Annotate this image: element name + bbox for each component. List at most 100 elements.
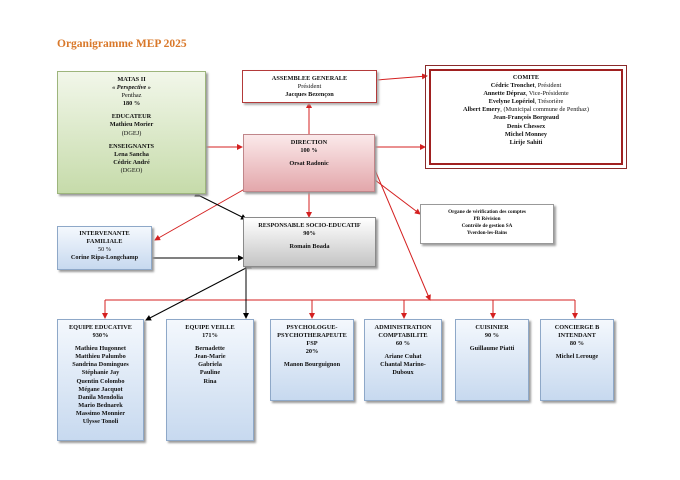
direction-percent: 100 % xyxy=(300,147,318,155)
comite-heading: COMITE xyxy=(512,74,540,81)
comite-member-role: , Trésorière xyxy=(534,98,564,106)
comite-member-name: Annette Dépraz xyxy=(483,90,526,98)
team-member: Rina xyxy=(203,377,217,385)
intervenante-heading: FAMILIALE xyxy=(86,238,123,246)
comite-member: Annette Dépraz, Vice-Présidente xyxy=(431,90,621,98)
psychologue-heading: PSYCHOTHERAPEUTE xyxy=(277,332,347,340)
team-member: Mégane Jacquot xyxy=(78,385,123,393)
comite-member-name: Jean-François Borgeaud xyxy=(493,114,559,122)
educateur-name: Mathieu Morier xyxy=(109,121,154,129)
direction-box: DIRECTION 100 % Orsat Radonic xyxy=(243,134,375,192)
organe-line: Contrôle de gestion SA xyxy=(461,223,513,229)
equipe-veille-box: EQUIPE VEILLE 171% Bernadette Jean-Marie… xyxy=(166,319,254,441)
matas-heading: MATAS II xyxy=(117,76,146,83)
enseignant-name: Cédric André xyxy=(113,158,150,166)
responsable-box: RESPONSABLE SOCIO-EDUCATIF 90% Romain Bo… xyxy=(243,217,376,267)
intervenante-box: INTERVENANTE FAMILIALE 50 % Corine Ripa-… xyxy=(57,226,152,270)
enseignants-heading: ENSEIGNANTS xyxy=(108,142,155,150)
organe-line: Organe de vérification des comptes xyxy=(448,209,526,215)
comite-box: COMITE Cédric Tronchet, Président Annett… xyxy=(429,69,623,165)
administration-heading: ADMINISTRATION xyxy=(374,324,432,331)
equipe-educative-box: EQUIPE EDUCATIVE 930% Mathieu Hugonnet M… xyxy=(57,319,144,441)
enseignants-dept: (DGEO) xyxy=(120,166,143,174)
responsable-name: Romain Boada xyxy=(289,243,330,251)
team-member: Ulysse Tonoli xyxy=(82,418,119,426)
equipe-educative-heading: EQUIPE EDUCATIVE xyxy=(68,324,133,331)
organe-line: PB Révision xyxy=(473,216,501,222)
administration-name: Duboux xyxy=(392,369,414,377)
comite-member-name: Albert Emery xyxy=(463,106,501,114)
team-member: Bernadette xyxy=(195,345,225,353)
matas-percent: 180 % xyxy=(122,100,141,108)
team-member: Mathieu Hugonnet xyxy=(75,345,126,353)
equipe-educative-percent: 930% xyxy=(92,332,109,340)
comite-member-name: Cédric Tronchet xyxy=(490,82,535,90)
enseignant-name: Lena Sancha xyxy=(114,150,149,158)
team-member: Jean-Marie xyxy=(194,353,226,361)
organe-line: Yverdon-les-Bains xyxy=(466,230,508,236)
team-member: Stéphanie Jay xyxy=(81,369,120,377)
comite-member: Denis Chessex xyxy=(431,123,621,131)
cuisinier-percent: 90 % xyxy=(484,332,500,340)
team-member: Mario Bednarek xyxy=(78,401,123,409)
team-member: Danila Mendolia xyxy=(78,393,123,401)
concierge-box: CONCIERGE B INTENDANT 80 % Michel Leroug… xyxy=(540,319,614,401)
comite-member: Evelyne Lopériol, Trésorière xyxy=(431,98,621,106)
assemblee-name: Jacques Bezençon xyxy=(285,91,334,99)
team-member: Sandrina Domingues xyxy=(72,361,129,369)
team-member: Matthieu Palumbo xyxy=(75,353,126,361)
administration-heading: COMPTABILITE xyxy=(378,332,428,340)
comite-member: Cédric Tronchet, Président xyxy=(431,82,621,90)
comite-member-name: Evelyne Lopériol xyxy=(488,98,535,106)
matas-place: Penthaz xyxy=(121,92,142,100)
comite-member: Lirije Sahiti xyxy=(431,139,621,147)
administration-name: Ariane Cuhat xyxy=(384,353,422,361)
direction-heading: DIRECTION xyxy=(290,139,328,146)
intervenante-name: Corine Ripa-Longchamp xyxy=(70,254,139,262)
link-matas-responsable xyxy=(194,191,247,220)
equipe-veille-percent: 171% xyxy=(202,332,218,340)
comite-member-name: Michel Monney xyxy=(504,130,548,138)
link-direction-intervenante xyxy=(154,184,249,241)
comite-member-role: , Vice-Présidente xyxy=(525,90,569,98)
team-member: Massimo Monnier xyxy=(75,409,126,417)
cuisinier-heading: CUISINIER xyxy=(475,324,509,331)
cuisinier-name: Guillaume Piatti xyxy=(469,345,515,353)
psychologue-percent: 20% xyxy=(305,348,319,356)
intervenante-heading: INTERVENANTE xyxy=(79,230,130,237)
comite-member-name: Denis Chessex xyxy=(506,122,546,130)
matas-box: MATAS II « Perspective » Penthaz 180 % E… xyxy=(57,71,206,194)
administration-percent: 60 % xyxy=(395,340,411,348)
organe-box: Organe de vérification des comptes PB Ré… xyxy=(420,204,554,244)
link-responsable-educative xyxy=(145,263,252,321)
assemblee-role: Président xyxy=(297,83,322,91)
link-direction-down xyxy=(374,169,431,301)
comite-member-name: Lirije Sahiti xyxy=(509,138,543,146)
comite-member-role: , Président xyxy=(534,82,562,90)
administration-box: ADMINISTRATION COMPTABILITE 60 % Ariane … xyxy=(364,319,442,401)
educateur-heading: EDUCATEUR xyxy=(111,113,152,121)
team-member: Quentin Colombo xyxy=(76,377,125,385)
concierge-name: Michel Lerouge xyxy=(555,353,599,361)
educateur-dept: (DGEJ) xyxy=(121,129,142,137)
matas-subheading: « Perspective » xyxy=(112,84,151,92)
comite-member: Albert Emery, (Municipal commune de Pent… xyxy=(431,106,621,114)
comite-member-role: , (Municipal commune de Penthaz) xyxy=(500,106,589,114)
team-member: Pauline xyxy=(199,369,221,377)
comite-member: Michel Monney xyxy=(431,131,621,139)
intervenante-percent: 50 % xyxy=(97,246,112,254)
psychologue-name: Manon Bourguignon xyxy=(283,361,341,369)
cuisinier-box: CUISINIER 90 % Guillaume Piatti xyxy=(455,319,529,401)
comite-member: Jean-François Borgeaud xyxy=(431,114,621,122)
equipe-veille-heading: EQUIPE VEILLE xyxy=(185,324,235,331)
assemblee-box: ASSEMBLEE GENERALE Président Jacques Bez… xyxy=(242,70,377,103)
team-member: Gabriela xyxy=(198,361,222,369)
link-assemblee-comite xyxy=(376,73,428,81)
comite-frame xyxy=(425,65,627,169)
assemblee-heading: ASSEMBLEE GENERALE xyxy=(271,75,348,82)
psychologue-box: PSYCHOLOGUE- PSYCHOTHERAPEUTE FSP 20% Ma… xyxy=(270,319,354,401)
link-direction-organe xyxy=(369,174,421,215)
responsable-heading: RESPONSABLE SOCIO-EDUCATIF xyxy=(258,222,361,229)
psychologue-heading: FSP xyxy=(306,340,318,348)
